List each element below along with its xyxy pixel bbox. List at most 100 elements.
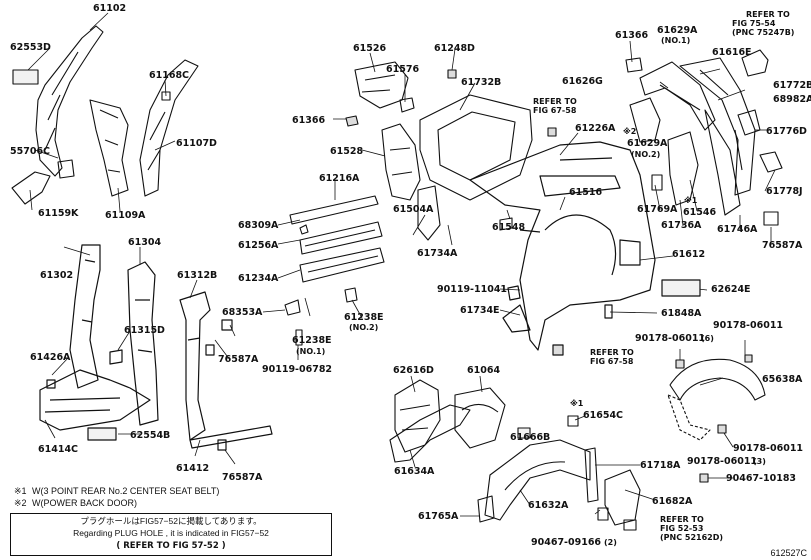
sublabel-no1: (NO.1) [296, 347, 326, 356]
sublabel-no2: (NO.2) [349, 323, 379, 332]
part-61629A-no2[interactable]: 61629A [627, 138, 668, 149]
refer-fig-52-53-l2[interactable]: FIG 52-53 [660, 524, 704, 533]
roof-side-inner-panel [139, 59, 199, 197]
part-61736A[interactable]: 61736A [661, 220, 702, 231]
part-61629A-no1[interactable]: 61629A [657, 25, 698, 36]
part-61765A[interactable]: 61765A [418, 511, 459, 522]
part-76587A-bottom[interactable]: 76587A [222, 472, 263, 483]
part-61576[interactable]: 61576 [386, 64, 420, 75]
part-61412[interactable]: 61412 [176, 463, 210, 474]
part-61238E-no2[interactable]: 61238E [344, 312, 384, 323]
part-90467-10183[interactable]: 90467-10183 [726, 473, 797, 484]
part-61634A[interactable]: 61634A [394, 466, 435, 477]
mark-1-upper: ※1 [684, 196, 698, 205]
mark-2: ※2 [623, 127, 637, 136]
footnote-1-text: W(3 POINT REAR No.2 CENTER SEAT BELT) [32, 486, 220, 496]
part-61746A[interactable]: 61746A [717, 224, 758, 235]
refer-fig-67-58-top-l1[interactable]: REFER TO [533, 97, 577, 106]
part-61226A[interactable]: 61226A [575, 123, 616, 134]
part-61234A[interactable]: 61234A [238, 273, 279, 284]
quarter-inner-panels [345, 61, 421, 201]
part-61848A[interactable]: 61848A [661, 308, 702, 319]
part-61776D[interactable]: 61776D [766, 126, 807, 137]
part-61718A[interactable]: 61718A [640, 460, 681, 471]
part-61315D[interactable]: 61315D [124, 325, 165, 336]
notice-refer-link[interactable]: ( REFER TO FIG 57-52 ) [116, 541, 226, 551]
part-61504A[interactable]: 61504A [393, 204, 434, 215]
fender-liner [667, 354, 766, 483]
footnote-2-text: W(POWER BACK DOOR) [32, 498, 137, 508]
part-61682A[interactable]: 61682A [652, 496, 693, 507]
part-61548[interactable]: 61548 [492, 222, 526, 233]
part-61107D[interactable]: 61107D [176, 138, 217, 149]
sublabel-no1-upper: (NO.1) [661, 36, 691, 45]
part-62553D[interactable]: 62553D [10, 42, 51, 53]
part-90178-06011-top[interactable]: 90178-06011 [713, 320, 784, 331]
part-61064[interactable]: 61064 [467, 365, 501, 376]
part-61302[interactable]: 61302 [40, 270, 74, 281]
side-member-pillars [39, 244, 273, 451]
part-61734A[interactable]: 61734A [417, 248, 458, 259]
refer-fig-67-58-bottom-l1[interactable]: REFER TO [590, 348, 634, 357]
part-90178-06011-qty6[interactable]: 90178-06011 [635, 333, 706, 344]
part-61612[interactable]: 61612 [672, 249, 706, 260]
part-61769A[interactable]: 61769A [637, 204, 678, 215]
part-61102[interactable]: 61102 [93, 3, 127, 14]
part-61168C[interactable]: 61168C [149, 70, 190, 81]
part-61734E[interactable]: 61734E [460, 305, 500, 316]
part-76587A-top[interactable]: 76587A [762, 240, 803, 251]
qty-6: (6) [701, 334, 714, 343]
part-68309A[interactable]: 68309A [238, 220, 279, 231]
part-61304[interactable]: 61304 [128, 237, 162, 248]
part-65638A[interactable]: 65638A [762, 374, 803, 385]
refer-fig-67-58-bottom-l2[interactable]: FIG 67-58 [590, 357, 634, 366]
part-90119-06782[interactable]: 90119-06782 [262, 364, 333, 375]
part-61772B[interactable]: 61772B [773, 80, 811, 91]
footnote-2-mark: ※2 [14, 498, 27, 508]
part-61654C[interactable]: 61654C [583, 410, 624, 421]
part-90178-06011-qty3[interactable]: 90178-06011 [687, 456, 758, 467]
part-90467-09166[interactable]: 90467-09166 [531, 537, 602, 548]
part-61312B[interactable]: 61312B [177, 270, 218, 281]
part-61414C[interactable]: 61414C [38, 444, 79, 455]
refer-fig-67-58-top-l2[interactable]: FIG 67-58 [533, 106, 577, 115]
part-55706C[interactable]: 55706C [10, 146, 51, 157]
part-61666B[interactable]: 61666B [510, 432, 551, 443]
part-61256A[interactable]: 61256A [238, 240, 279, 251]
roof-rails [284, 195, 385, 346]
plug-hole-notice: プラグホールはFIG57−52に掲載してあります。 Regarding PLUG… [10, 513, 332, 556]
part-61526[interactable]: 61526 [353, 43, 387, 54]
part-76587A-mid[interactable]: 76587A [218, 354, 259, 365]
part-61426A[interactable]: 61426A [30, 352, 71, 363]
part-61366-right[interactable]: 61366 [615, 30, 649, 41]
part-61216A[interactable]: 61216A [319, 173, 360, 184]
part-61238E-no1[interactable]: 61238E [292, 335, 332, 346]
part-61366-left[interactable]: 61366 [292, 115, 326, 126]
qty-2: (2) [604, 538, 617, 547]
part-61616E[interactable]: 61616E [712, 47, 752, 58]
part-62554B[interactable]: 62554B [130, 430, 171, 441]
refer-fig-75-54-l1[interactable]: REFER TO [746, 10, 790, 19]
part-62616D[interactable]: 62616D [393, 365, 434, 376]
part-61516[interactable]: 61516 [569, 187, 603, 198]
part-61632A[interactable]: 61632A [528, 500, 569, 511]
refer-fig-52-53-l3[interactable]: (PNC 52162D) [660, 533, 723, 542]
part-68982A[interactable]: 68982A [773, 94, 811, 105]
part-62624E[interactable]: 62624E [711, 284, 751, 295]
part-61159K[interactable]: 61159K [38, 208, 79, 219]
part-68353A[interactable]: 68353A [222, 307, 263, 318]
part-61248D[interactable]: 61248D [434, 43, 475, 54]
part-90178-06011-right[interactable]: 90178-06011 [733, 443, 804, 454]
part-61528[interactable]: 61528 [330, 146, 364, 157]
part-90119-11041[interactable]: 90119-11041 [437, 284, 508, 295]
refer-fig-75-54-l3[interactable]: (PNC 75247B) [732, 28, 795, 37]
part-61778J[interactable]: 61778J [766, 186, 803, 197]
refer-fig-52-53-l1[interactable]: REFER TO [660, 515, 704, 524]
part-61109A[interactable]: 61109A [105, 210, 146, 221]
refer-fig-75-54-l2[interactable]: FIG 75-54 [732, 19, 776, 28]
part-61626G[interactable]: 61626G [562, 76, 603, 87]
part-61732B[interactable]: 61732B [461, 77, 502, 88]
part-61546[interactable]: 61546 [683, 207, 717, 218]
qty-3: (3) [753, 457, 766, 466]
